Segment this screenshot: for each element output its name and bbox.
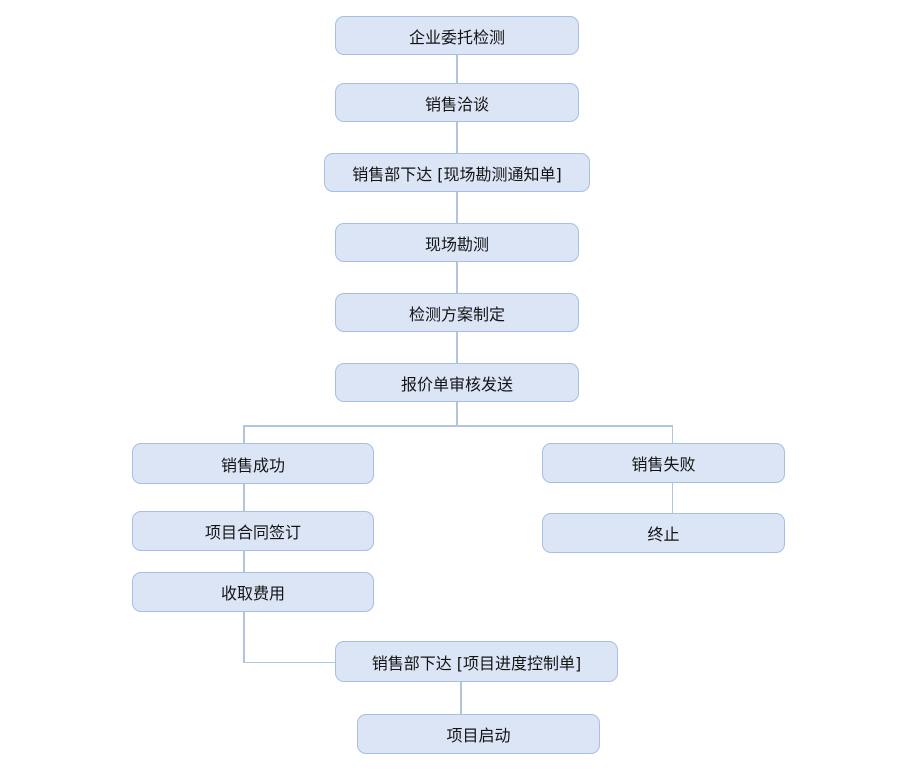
node-project-contract-signing[interactable]: 项目合同签订 [132, 511, 374, 551]
connector-line [243, 612, 245, 663]
connector-line [456, 402, 458, 426]
node-sales-failure[interactable]: 销售失败 [542, 443, 785, 483]
node-progress-control-order[interactable]: 销售部下达 [项目进度控制单] [335, 641, 618, 682]
connector-line [456, 262, 458, 293]
node-site-survey[interactable]: 现场勘测 [335, 223, 579, 262]
node-enterprise-commission-test[interactable]: 企业委托检测 [335, 16, 579, 55]
connector-line [456, 192, 458, 223]
connector-line [456, 332, 458, 363]
connector-line [243, 425, 673, 427]
node-test-plan-formulation[interactable]: 检测方案制定 [335, 293, 579, 332]
node-project-start[interactable]: 项目启动 [357, 714, 600, 754]
node-fee-collection[interactable]: 收取费用 [132, 572, 374, 612]
node-quotation-review-send[interactable]: 报价单审核发送 [335, 363, 579, 402]
node-site-survey-notice[interactable]: 销售部下达 [现场勘测通知单] [324, 153, 590, 192]
connector-line [243, 484, 245, 511]
connector-line [671, 425, 673, 443]
connector-line [243, 425, 245, 443]
node-sales-negotiation[interactable]: 销售洽谈 [335, 83, 579, 122]
node-sales-success[interactable]: 销售成功 [132, 443, 374, 484]
connector-line [243, 551, 245, 572]
connector-line [456, 122, 458, 153]
connector-line [460, 682, 462, 714]
connector-line [243, 661, 335, 663]
connector-line [456, 55, 458, 83]
connector-line [671, 483, 673, 513]
node-terminate[interactable]: 终止 [542, 513, 785, 553]
